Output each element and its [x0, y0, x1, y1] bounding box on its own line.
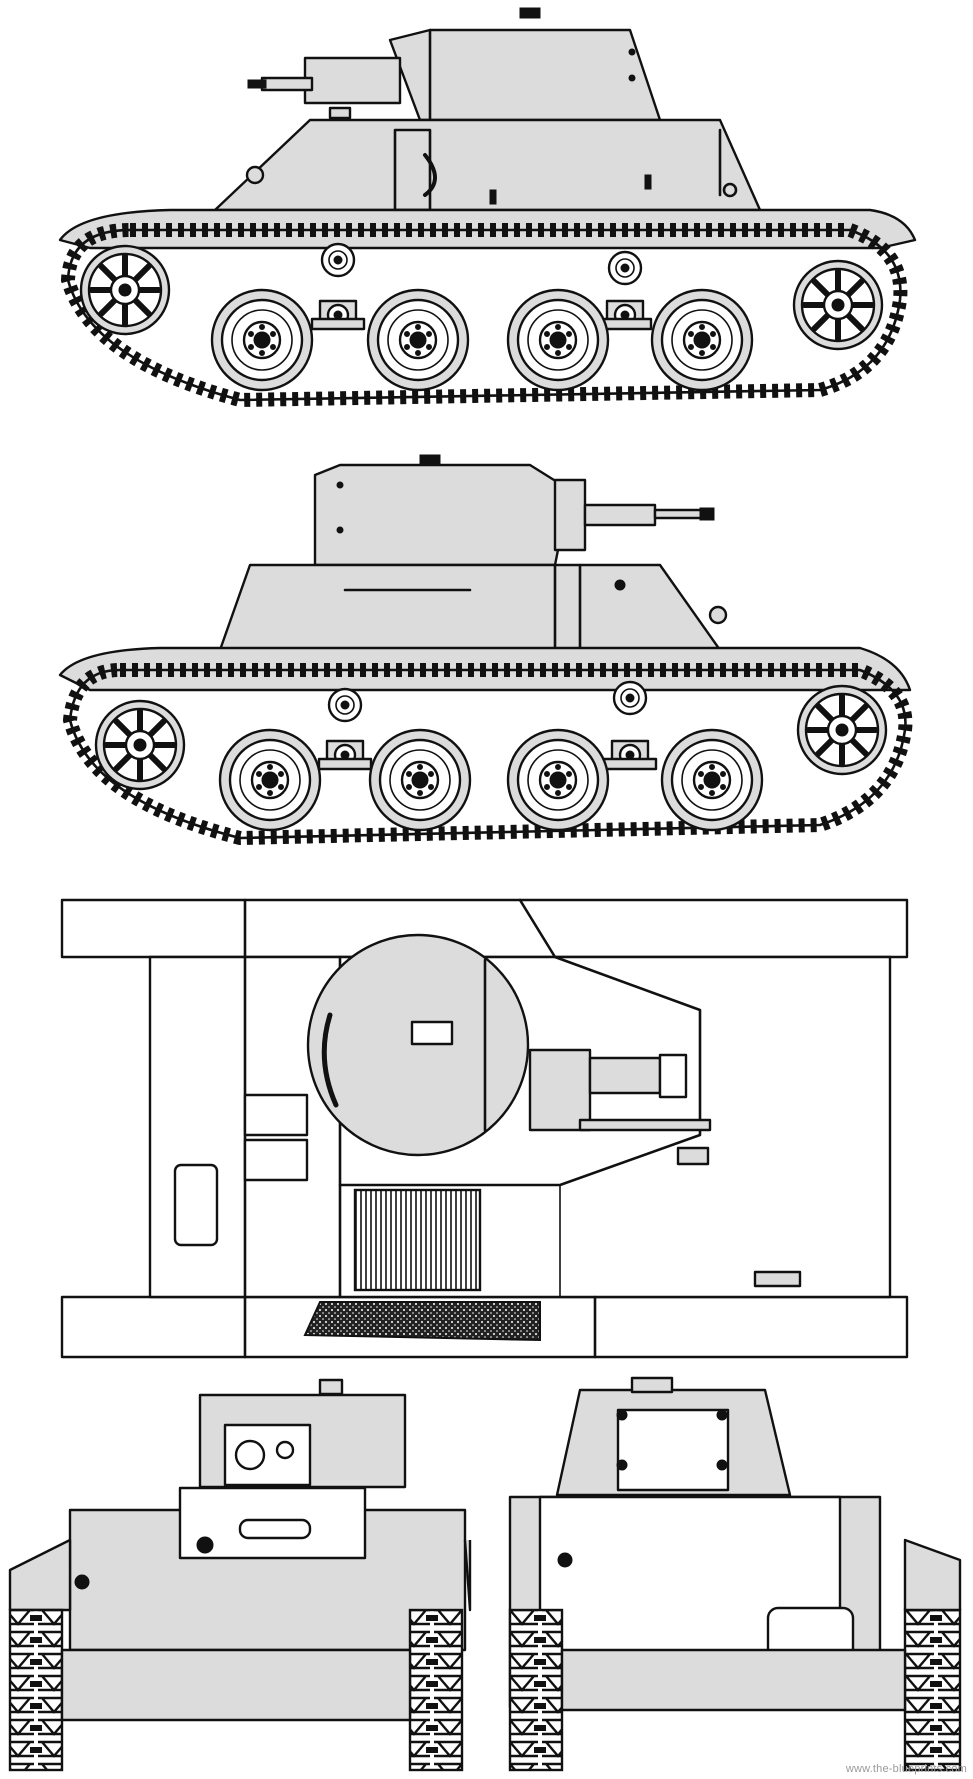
turret [247, 7, 662, 122]
hatch [243, 1093, 309, 1137]
top-view [60, 898, 909, 1359]
track [903, 1608, 962, 1772]
exhaust-mesh [303, 1301, 541, 1342]
track [408, 1608, 464, 1772]
hatch [243, 1138, 309, 1182]
return-roller [327, 687, 363, 723]
track [60, 223, 908, 408]
bogie [317, 739, 373, 771]
idler-wheel [96, 701, 184, 789]
bogie [310, 299, 366, 331]
track [8, 1608, 64, 1772]
return-roller [320, 242, 356, 278]
road-wheel [366, 288, 470, 392]
fender [60, 898, 909, 959]
turret [306, 933, 712, 1166]
sprocket-wheel [81, 246, 169, 334]
return-roller [607, 250, 643, 286]
right-side-view [58, 454, 913, 846]
watermark: www.the-blueprints.com [845, 1763, 967, 1775]
left-side-view [58, 7, 917, 408]
road-wheel [218, 728, 322, 832]
road-wheel [506, 288, 610, 392]
road-wheel [368, 728, 472, 832]
sprocket-wheel [798, 686, 886, 774]
turret [313, 454, 715, 567]
road-wheel [506, 728, 610, 832]
bogie [602, 739, 658, 771]
front-view [8, 1378, 472, 1772]
track [62, 663, 913, 846]
engine-grille [353, 1188, 482, 1292]
rear-view [508, 1376, 962, 1772]
road-wheel [650, 288, 754, 392]
road-wheel [660, 728, 764, 832]
return-roller [612, 680, 648, 716]
road-wheel [210, 288, 314, 392]
idler-wheel [794, 261, 882, 349]
hatch [173, 1163, 219, 1247]
track [508, 1608, 564, 1772]
